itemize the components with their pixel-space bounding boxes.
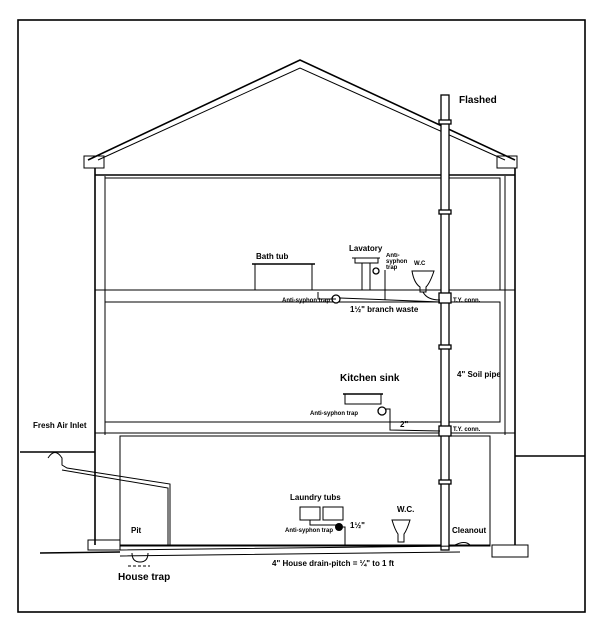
label-bath-tub: Bath tub — [256, 252, 289, 261]
house-trap-fixture — [131, 552, 149, 563]
label-flashed: Flashed — [459, 95, 497, 106]
label-kitchen-sink: Kitchen sink — [340, 373, 400, 384]
label-laundry-tubs: Laundry tubs — [290, 493, 341, 502]
label-house-trap: House trap — [118, 572, 170, 583]
label-lavatory: Lavatory — [349, 244, 383, 253]
label-house-drain: 4" House drain-pitch = ¼" to 1 ft — [272, 559, 394, 568]
label-ty-conn-upper: T.Y. conn. — [453, 298, 481, 304]
frame-border — [17, 19, 586, 613]
label-laundry-trap: Anti-syphon trap — [285, 528, 333, 534]
laundry-tub-1 — [299, 506, 321, 521]
wc-basement-fixture — [391, 519, 411, 543]
upper-fixtures — [252, 257, 441, 304]
branch-waste-pipe — [317, 292, 441, 303]
label-kitchen-waste-size: 2" — [400, 420, 408, 429]
kitchen-fixtures — [343, 393, 441, 432]
house-drain-pipe — [119, 545, 461, 557]
label-soil-pipe: 4" Soil pipe — [457, 370, 501, 379]
label-branch-waste: 1½" branch waste — [350, 305, 419, 314]
label-ty-conn-lower: T.Y. conn. — [453, 427, 481, 433]
basement-piping — [39, 452, 471, 567]
label-fresh-air-inlet: Fresh Air Inlet — [33, 421, 87, 430]
label-wc-upper: W.C — [414, 261, 426, 267]
bath-tub-fixture — [254, 263, 313, 291]
label-bath-trap: Anti-syphon trap — [282, 298, 330, 304]
laundry-tub-2 — [322, 506, 344, 521]
wc-upper-fixture — [411, 270, 435, 293]
labels: Flashed Bath tub Lavatory Anti-syphon tr… — [33, 95, 501, 583]
soil-pipe — [438, 94, 452, 551]
label-lavatory-trap: Anti-syphon trap — [386, 253, 408, 271]
label-wc-basement: W.C. — [397, 505, 414, 514]
label-pit: Pit — [131, 526, 142, 535]
label-lavatory-trap-box: Anti-syphon trap — [386, 253, 408, 271]
lavatory-fixture — [352, 257, 380, 290]
label-laundry-size: 1½" — [350, 521, 365, 530]
label-cleanout: Cleanout — [452, 526, 487, 535]
label-kitchen-trap: Anti-syphon trap — [310, 411, 358, 417]
house-structure — [20, 59, 585, 558]
kitchen-sink-fixture — [344, 393, 382, 405]
